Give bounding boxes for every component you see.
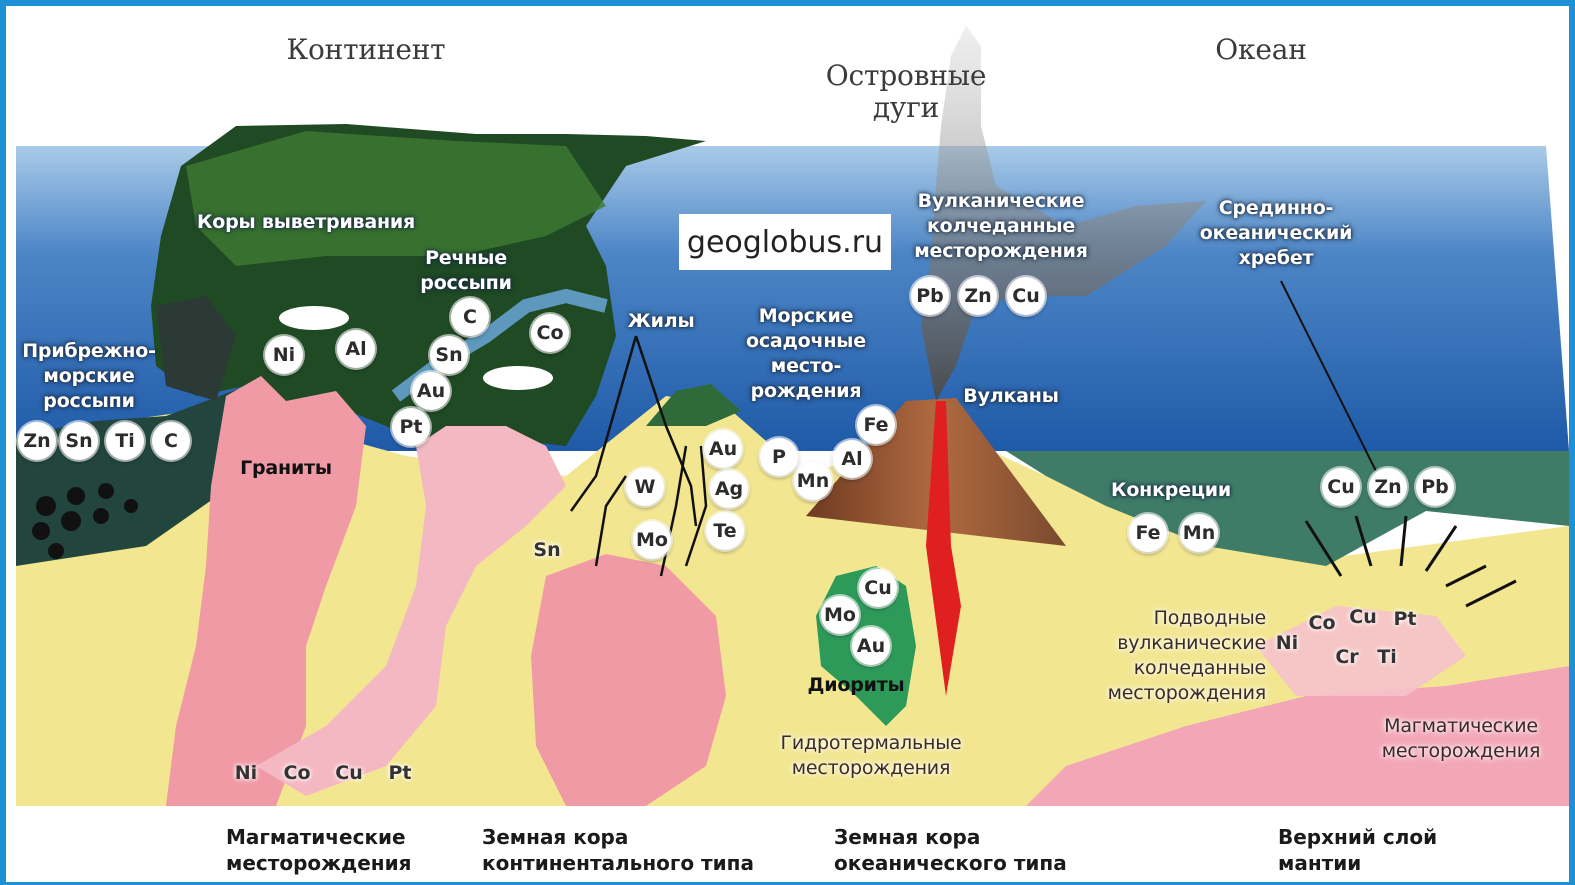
element-badge: Co	[1303, 604, 1341, 642]
element-badge: Au	[412, 372, 450, 410]
element-badge: Fe	[1129, 514, 1167, 552]
label-submarine-volcanic: Подводные вулканические колчеданные мест…	[1066, 606, 1266, 706]
watermark-text: geoglobus.ru	[679, 214, 891, 270]
element-badge: Fe	[857, 406, 895, 444]
heading-ocean: Океан	[1176, 34, 1346, 66]
element-badge: Cu	[330, 754, 368, 792]
element-badge: Pt	[392, 408, 430, 446]
element-badge: Cu	[1344, 598, 1382, 636]
element-badge: Pt	[1386, 600, 1424, 638]
element-badge: Cr	[1328, 638, 1366, 676]
element-badge: Au	[704, 430, 742, 468]
element-badge: Ti	[106, 422, 144, 460]
element-badge: Co	[278, 754, 316, 792]
label-magmatic-ocean: Магматические месторождения	[1361, 714, 1561, 764]
caption-magmatic: Магматические месторождения	[226, 824, 446, 876]
element-badge: Pt	[381, 754, 419, 792]
label-hydrothermal: Гидротермальные месторождения	[756, 731, 986, 781]
label-weathering-crusts: Коры выветривания	[176, 210, 436, 235]
element-badge: Cu	[1322, 468, 1360, 506]
element-badge: Zn	[1369, 468, 1407, 506]
element-badge: Ni	[265, 336, 303, 374]
element-badge: Sn	[430, 336, 468, 374]
element-badge: Zn	[18, 422, 56, 460]
element-badge: C	[152, 422, 190, 460]
label-concretions: Конкреции	[1101, 478, 1241, 503]
element-badge: Mo	[633, 521, 671, 559]
caption-oceanic-crust: Земная кора океанического типа	[834, 824, 1114, 876]
element-badge: Al	[337, 330, 375, 368]
element-badge: Al	[833, 440, 871, 478]
element-badge: Mn	[794, 462, 832, 500]
river-placer	[483, 366, 553, 390]
label-granites: Граниты	[226, 456, 346, 481]
element-badge: W	[626, 468, 664, 506]
label-volcanic-pyrite: Вулканические колчеданные месторождения	[901, 189, 1101, 264]
element-badge: Ag	[710, 470, 748, 508]
label-river-placers: Речные россыпи	[406, 246, 526, 296]
weathering-placer	[279, 306, 349, 330]
element-badge: Au	[852, 627, 890, 665]
caption-continental-crust: Земная кора континентального типа	[482, 824, 792, 876]
heading-continent: Континент	[256, 34, 476, 66]
element-badge: Pb	[911, 277, 949, 315]
element-badge: Ti	[1368, 638, 1406, 676]
element-badge: Te	[706, 512, 744, 550]
heading-island-arcs: Островные дуги	[806, 60, 1006, 124]
element-badge: C	[451, 298, 489, 336]
element-badge: Cu	[859, 569, 897, 607]
element-badge: Cu	[1007, 277, 1045, 315]
label-diorites: Диориты	[791, 673, 921, 698]
label-coastal-placers: Прибрежно- морские россыпи	[14, 339, 164, 414]
element-badge: Mn	[1180, 514, 1218, 552]
element-badge: P	[760, 438, 798, 476]
label-marine-sedimentary: Морские осадочные место- рождения	[731, 304, 881, 404]
element-badge: Sn	[528, 531, 566, 569]
label-veins: Жилы	[616, 309, 706, 334]
element-badge: Mo	[821, 596, 859, 634]
element-badge: Sn	[60, 422, 98, 460]
element-badge: Pb	[1416, 468, 1454, 506]
caption-upper-mantle: Верхний слой мантии	[1278, 824, 1478, 876]
element-badge: Ni	[227, 754, 265, 792]
element-badge: Ni	[1268, 624, 1306, 662]
label-mid-ocean-ridge: Срединно- океанический хребет	[1181, 196, 1371, 271]
label-volcanoes: Вулканы	[956, 384, 1066, 409]
diagram-frame: Континент Островные дуги Океан geoglobus…	[6, 6, 1569, 882]
element-badge: Co	[531, 314, 569, 352]
element-badge: Zn	[959, 277, 997, 315]
